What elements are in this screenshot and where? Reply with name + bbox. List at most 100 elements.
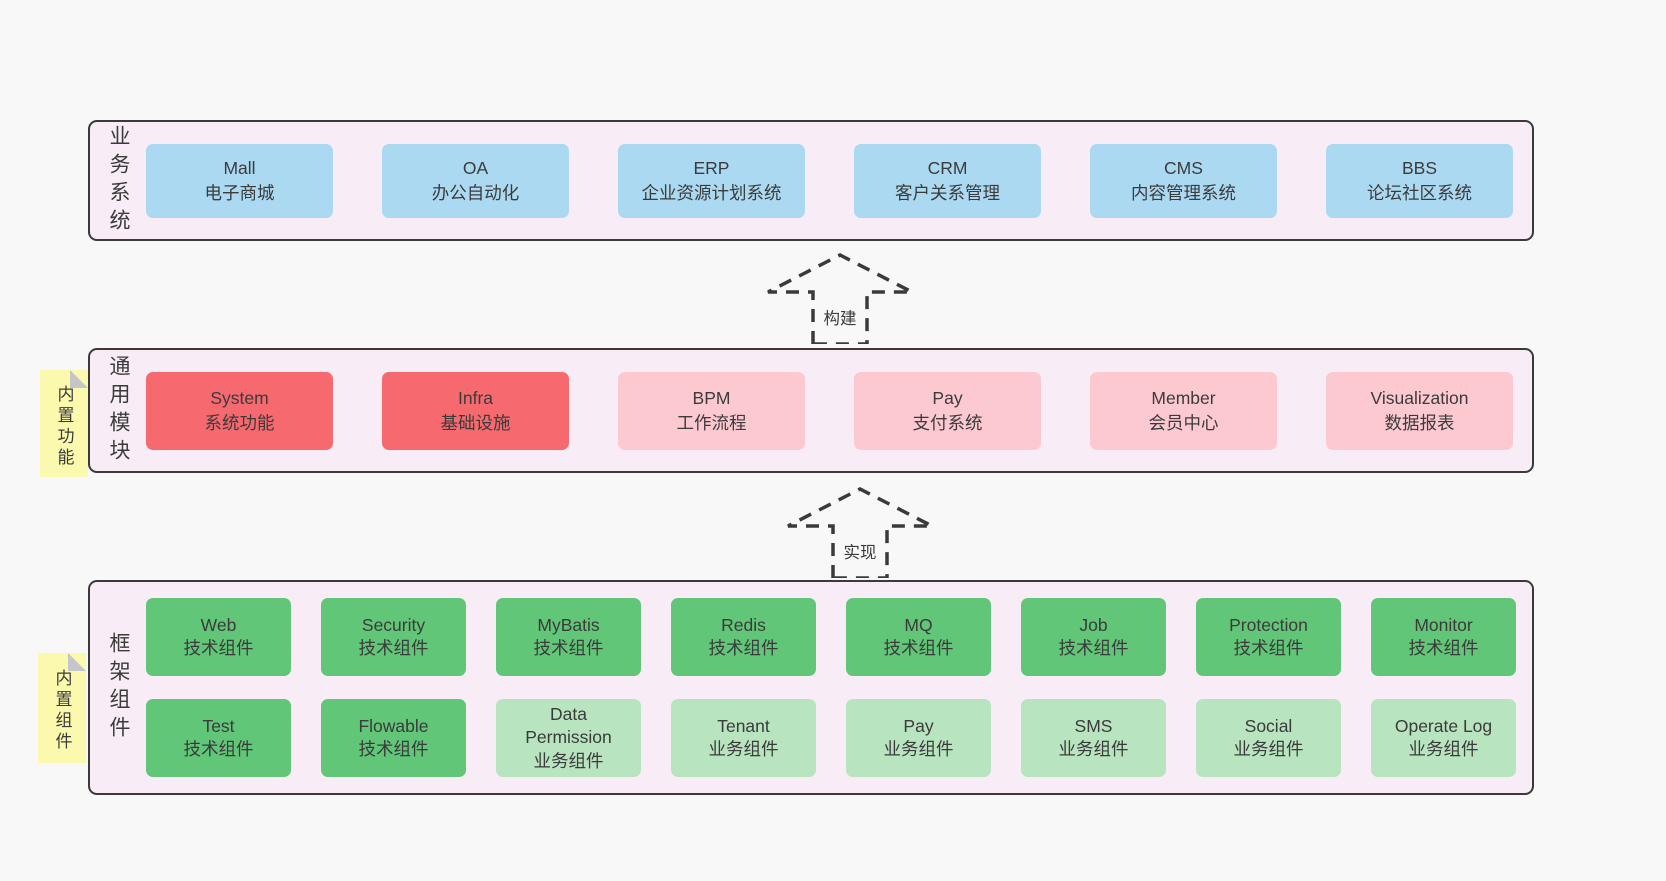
box-row: System 系统功能 Infra 基础设施 BPM 工作流程 Pay 支付系统 Member 会… — [146, 371, 1520, 450]
box-subtitle: 技术组件 — [358, 739, 429, 759]
box-title: Security — [361, 614, 426, 635]
box-title: Tenant — [717, 715, 770, 736]
box-title: Pay — [932, 388, 963, 408]
box-title: Pay — [903, 715, 934, 736]
layer-label-framework-components: 框架组件 — [107, 631, 130, 744]
box-title: MQ — [904, 614, 933, 635]
note-label: 内置组件 — [52, 669, 72, 753]
box-job: Job 技术组件 — [1021, 598, 1166, 676]
box-subtitle: 支付系统 — [912, 412, 983, 433]
box-title: Operate Log — [1394, 715, 1493, 736]
box-crm: CRM 客户关系管理 — [854, 143, 1041, 218]
box-subtitle: 系统功能 — [204, 412, 275, 433]
box-protection: Protection 技术组件 — [1196, 598, 1341, 676]
box-erp: ERP 企业资源计划系统 — [618, 143, 805, 218]
box-redis: Redis 技术组件 — [671, 598, 816, 676]
box-cms: CMS 内容管理系统 — [1090, 143, 1277, 218]
box-bbs: BBS 论坛社区系统 — [1326, 143, 1513, 218]
box-subtitle: 技术组件 — [533, 638, 604, 658]
box-title: BPM — [692, 388, 731, 408]
box-title: Member — [1151, 388, 1216, 408]
box-subtitle: 业务组件 — [708, 739, 779, 759]
box-subtitle: 技术组件 — [358, 638, 429, 658]
box-title: ERP — [693, 158, 730, 178]
sticky-note-builtin-features: 内置功能 — [40, 370, 88, 477]
folded-corner-icon — [68, 653, 86, 671]
box-subtitle: 内容管理系统 — [1131, 182, 1236, 203]
box-pay: Pay 支付系统 — [854, 371, 1041, 450]
box-operate-log: Operate Log 业务组件 — [1371, 699, 1516, 777]
box-title: Mall — [223, 158, 256, 178]
implement-arrow: 实现 — [785, 486, 935, 578]
box-visualization: Visualization 数据报表 — [1326, 371, 1513, 450]
box-title: SMS — [1074, 715, 1113, 736]
box-subtitle: 基础设施 — [440, 412, 511, 433]
box-title: Infra — [457, 388, 494, 408]
box-subtitle: 企业资源计划系统 — [641, 182, 782, 203]
box-title: Web — [200, 614, 237, 635]
box-title: Job — [1079, 614, 1108, 635]
box-subtitle: 技术组件 — [1058, 638, 1129, 658]
box-bpm: BPM 工作流程 — [618, 371, 805, 450]
box-mq: MQ 技术组件 — [846, 598, 991, 676]
box-title: BBS — [1401, 158, 1438, 178]
box-subtitle: 客户关系管理 — [895, 182, 1000, 203]
note-label: 内置功能 — [54, 384, 74, 469]
box-title: MyBatis — [537, 614, 600, 635]
box-title: Monitor — [1414, 614, 1473, 635]
box-subtitle: 论坛社区系统 — [1367, 182, 1472, 203]
box-mybatis: MyBatis 技术组件 — [496, 598, 641, 676]
layer-label-business-systems: 业务系统 — [107, 124, 130, 237]
box-title: System — [210, 388, 269, 408]
box-mall: Mall 电子商城 — [146, 143, 333, 218]
box-subtitle: 技术组件 — [708, 638, 779, 658]
box-subtitle: 业务组件 — [533, 750, 604, 771]
box-subtitle: 技术组件 — [183, 638, 254, 658]
box-title: Redis — [721, 614, 766, 635]
box-subtitle: 工作流程 — [676, 412, 747, 433]
box-title: CRM — [927, 158, 968, 178]
sticky-note-builtin-components: 内置组件 — [38, 653, 86, 763]
implement-arrow-label: 实现 — [840, 538, 880, 564]
box-title: Visualization — [1370, 388, 1469, 408]
box-title: Protection — [1229, 614, 1308, 635]
box-subtitle: 电子商城 — [204, 182, 275, 203]
box-subtitle: 业务组件 — [883, 739, 954, 759]
box-member: Member 会员中心 — [1090, 371, 1277, 450]
box-title: OA — [462, 158, 489, 178]
box-subtitle: 数据报表 — [1384, 412, 1455, 433]
build-arrow: 构建 — [765, 252, 915, 344]
box-subtitle: 会员中心 — [1148, 412, 1219, 433]
box-subtitle: 业务组件 — [1408, 739, 1479, 759]
box-subtitle: 业务组件 — [1058, 739, 1129, 759]
box-sms: SMS 业务组件 — [1021, 699, 1166, 777]
box-title: Flowable — [358, 715, 429, 736]
dashed-up-arrow-icon — [787, 487, 933, 578]
box-tenant: Tenant 业务组件 — [671, 699, 816, 777]
box-title: CMS — [1164, 158, 1203, 178]
box-pay: Pay 业务组件 — [846, 699, 991, 777]
box-subtitle: 技术组件 — [1233, 638, 1304, 658]
box-title: Data Permission — [525, 704, 612, 748]
box-security: Security 技术组件 — [321, 598, 466, 676]
box-subtitle: 技术组件 — [883, 638, 954, 658]
box-web: Web 技术组件 — [146, 598, 291, 676]
layer-label-common-modules: 通用模块 — [107, 354, 130, 467]
dashed-up-arrow-icon — [767, 253, 913, 344]
box-infra: Infra 基础设施 — [382, 371, 569, 450]
build-arrow-label: 构建 — [820, 304, 860, 330]
box-flowable: Flowable 技术组件 — [321, 699, 466, 777]
box-title: Test — [202, 715, 235, 736]
box-title: Social — [1244, 715, 1293, 736]
